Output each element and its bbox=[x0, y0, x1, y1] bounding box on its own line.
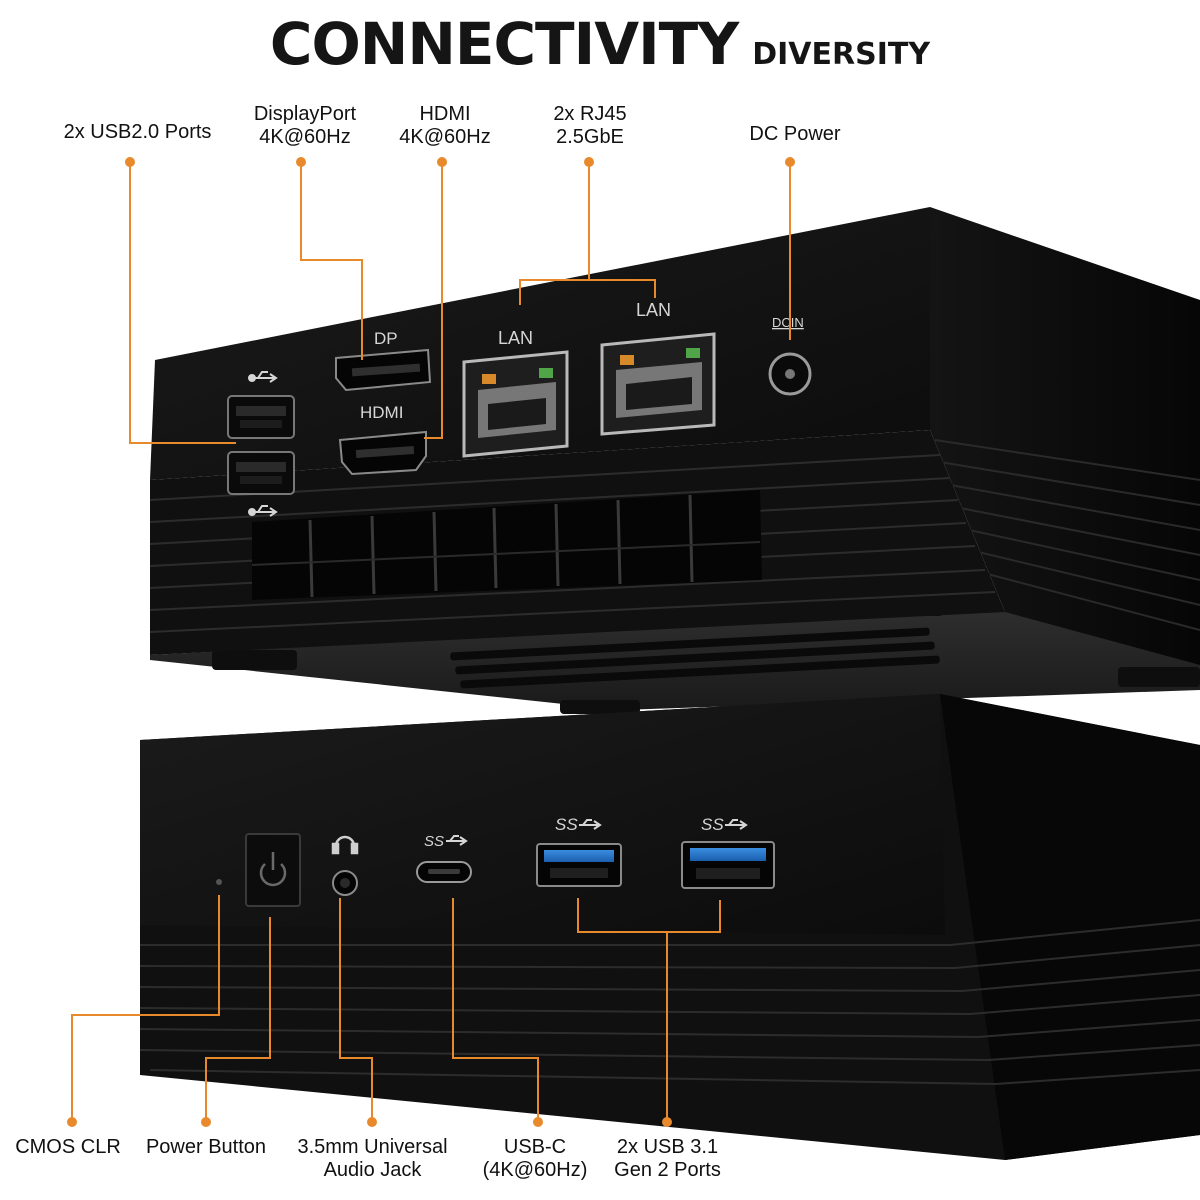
rear-grille bbox=[251, 490, 762, 600]
displayport-port: DP bbox=[335, 329, 432, 392]
side-fins bbox=[934, 439, 1200, 631]
usb-icon bbox=[248, 371, 278, 383]
rear-unit-side bbox=[930, 207, 1200, 665]
superspeed-usb-icon: SS bbox=[701, 815, 748, 834]
cmos-clr-pinhole bbox=[216, 879, 222, 885]
front-unit-fins bbox=[139, 919, 1200, 1085]
title-main: CONNECTIVITY bbox=[269, 10, 739, 78]
label-dc-power: DC Power bbox=[749, 123, 841, 145]
lan-marking: LAN bbox=[498, 328, 533, 348]
usb-icon bbox=[248, 505, 278, 517]
headphone-icon bbox=[331, 835, 359, 855]
audio-jack bbox=[332, 870, 358, 896]
svg-text:SS: SS bbox=[424, 833, 444, 850]
title-sub: DIVERSITY bbox=[752, 37, 931, 72]
dc-power-jack: DCIN bbox=[768, 315, 812, 396]
hdmi-port: HDMI bbox=[338, 403, 427, 476]
front-unit: SS SS SS bbox=[139, 694, 1200, 1160]
page-title: CONNECTIVITY DIVERSITY bbox=[0, 10, 1200, 78]
label-usb2-ports: 2x USB2.0 Ports bbox=[63, 121, 212, 143]
power-button bbox=[245, 833, 301, 907]
underside-vents bbox=[450, 627, 940, 689]
usb31-port bbox=[681, 841, 775, 889]
superspeed-usb-icon: SS bbox=[424, 833, 468, 850]
dp-marking: DP bbox=[374, 329, 398, 348]
label-usb-c: USB-C(4K@60Hz) bbox=[482, 1136, 588, 1181]
svg-text:SS: SS bbox=[555, 815, 578, 834]
callout-dots bbox=[67, 157, 795, 1127]
foot bbox=[560, 700, 640, 714]
foot bbox=[212, 650, 297, 670]
lan-port: LAN bbox=[600, 300, 716, 436]
callout-lines bbox=[71, 162, 791, 1122]
foot bbox=[1118, 667, 1200, 687]
usb2-port bbox=[227, 451, 295, 495]
superspeed-usb-icon: SS bbox=[555, 815, 602, 834]
dcin-marking: DCIN bbox=[772, 315, 804, 330]
rear-panel bbox=[150, 207, 930, 480]
power-icon bbox=[259, 852, 287, 887]
front-unit-side bbox=[940, 694, 1200, 1160]
usb31-port bbox=[536, 843, 622, 887]
svg-text:SS: SS bbox=[701, 815, 724, 834]
rear-unit: DP HDMI LAN LAN DCIN bbox=[149, 207, 1200, 714]
lan-port: LAN bbox=[462, 328, 569, 458]
usb2-port bbox=[227, 395, 295, 439]
label-cmos-clr: CMOS CLR bbox=[15, 1136, 121, 1158]
hdmi-marking: HDMI bbox=[360, 403, 403, 422]
lan-marking: LAN bbox=[636, 300, 671, 320]
usb-c-port bbox=[416, 861, 472, 883]
label-power-button: Power Button bbox=[145, 1136, 267, 1158]
